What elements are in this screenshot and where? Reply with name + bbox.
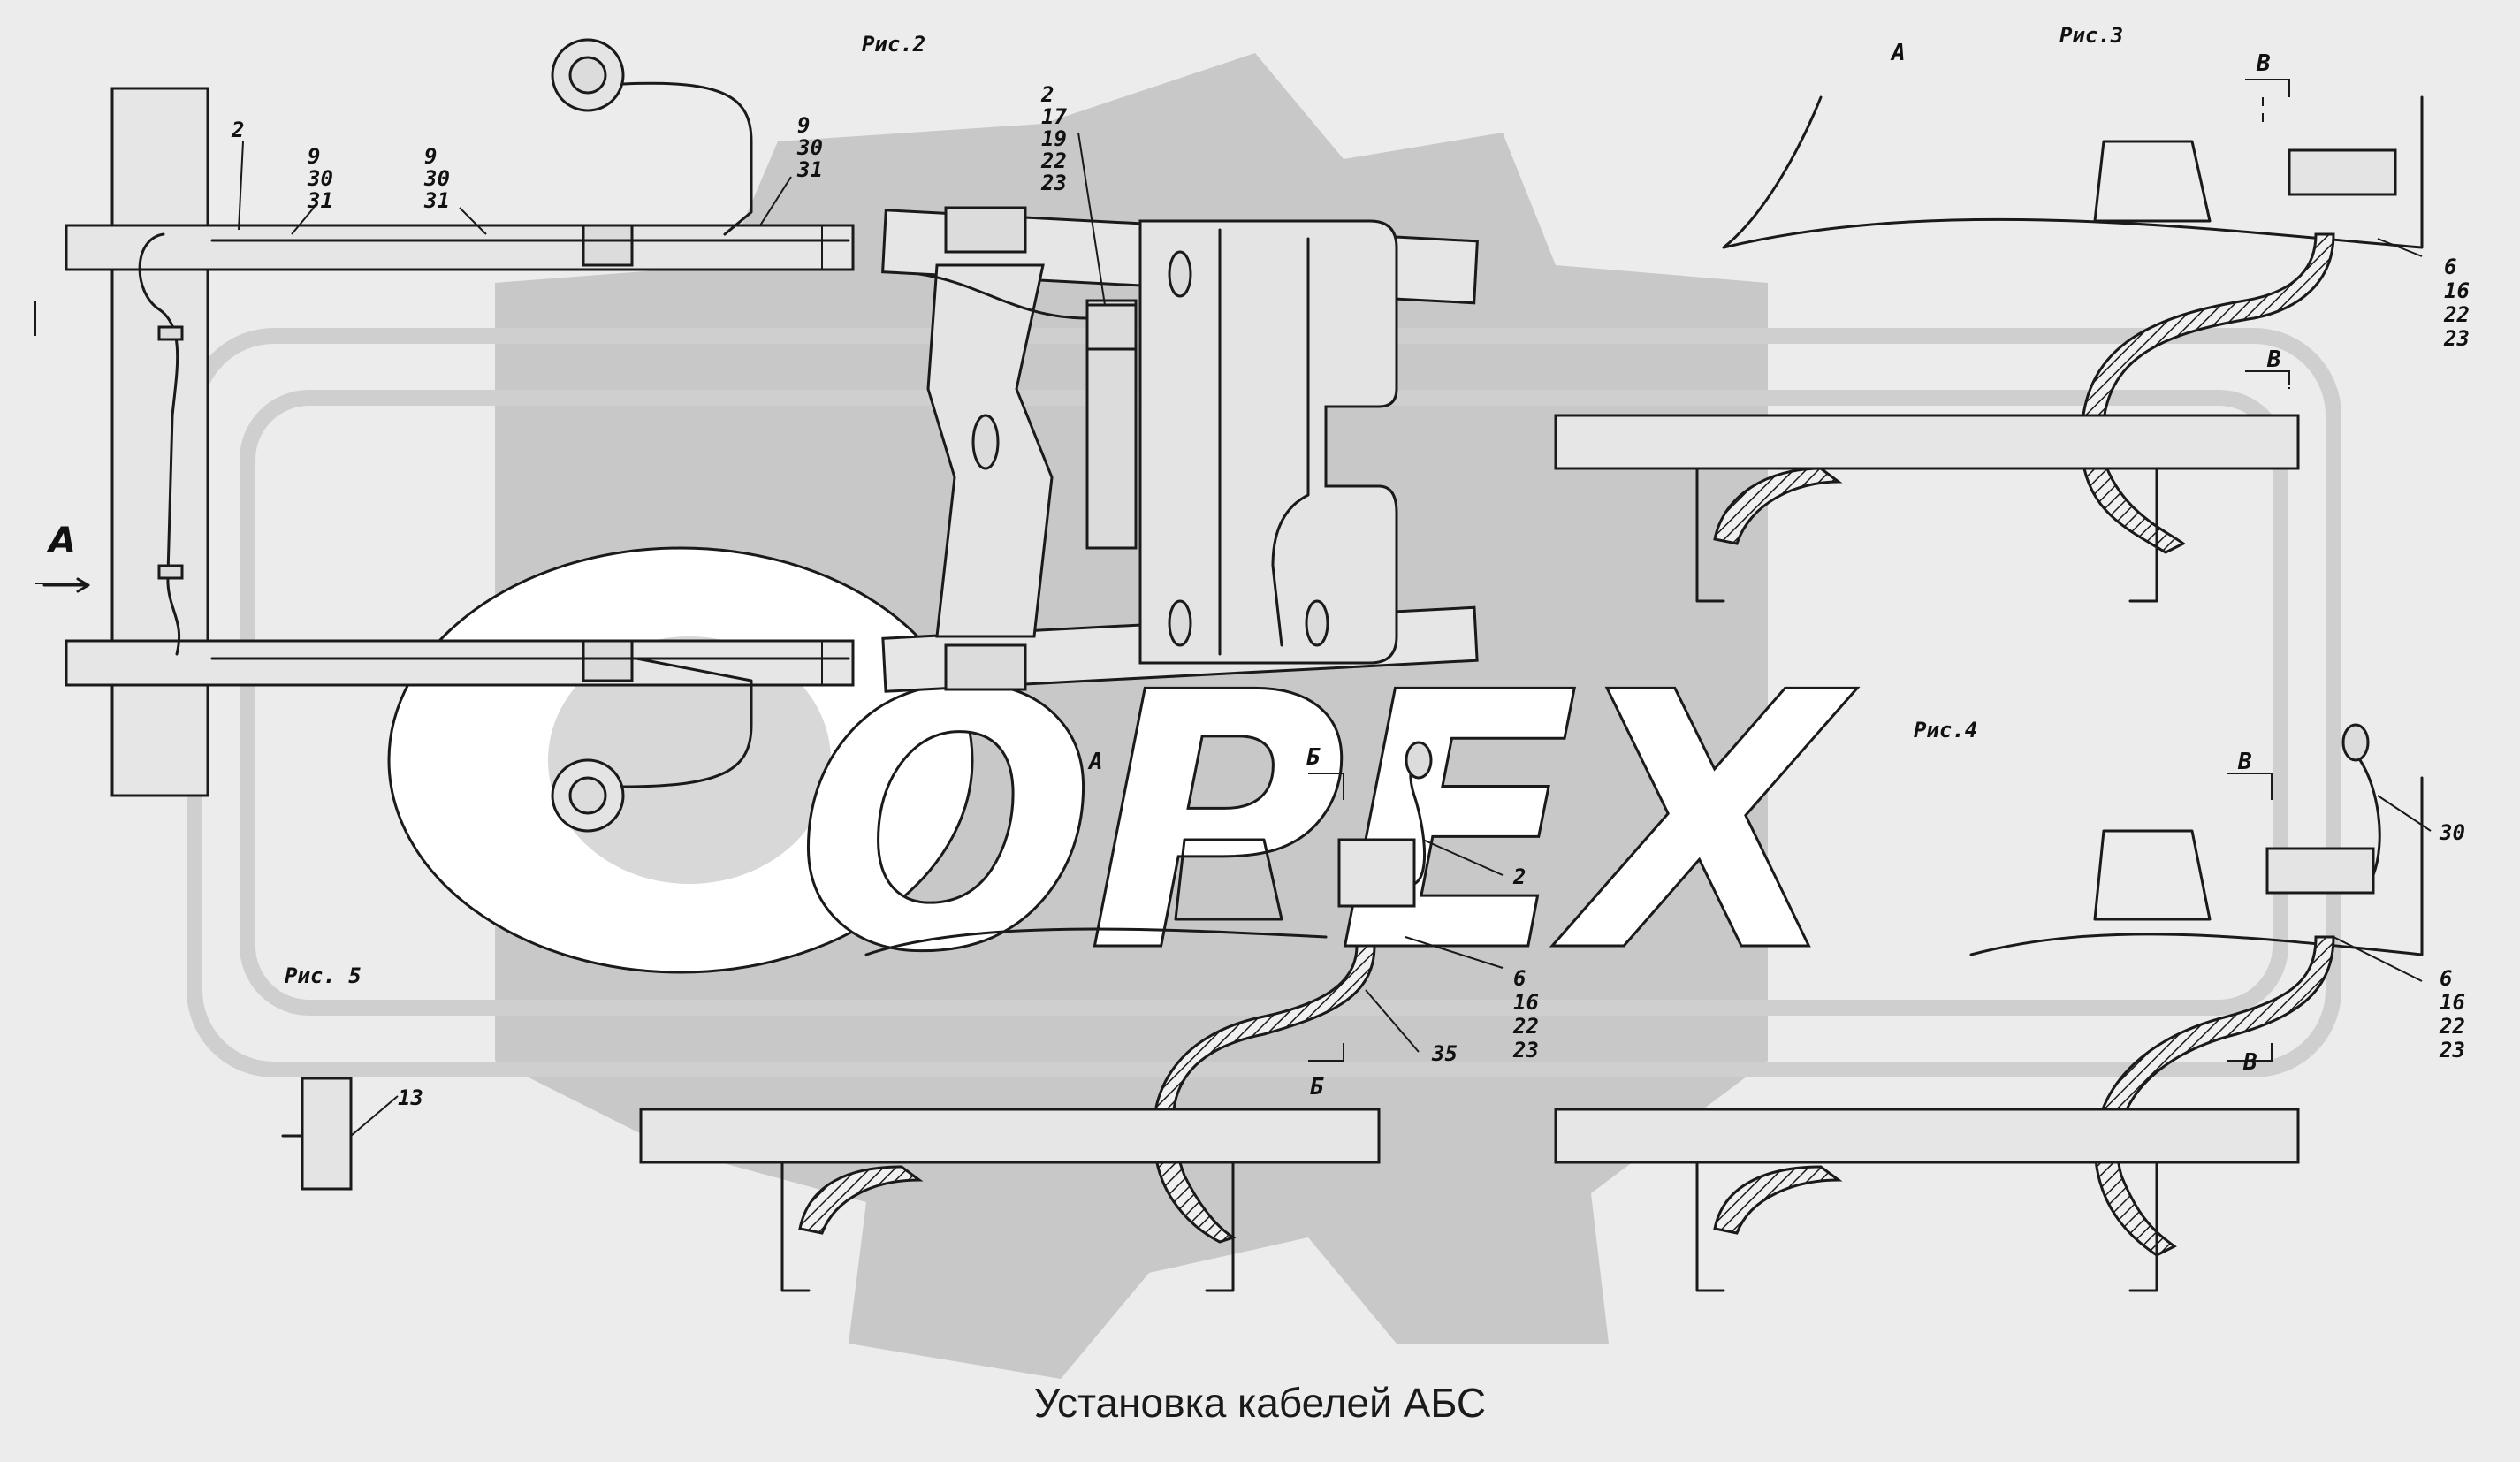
bracket-assembly [881,206,1479,693]
abs-connector [1085,303,1138,351]
mounting-plate [1138,219,1398,665]
callout-number: 22 [1512,1014,1539,1039]
callout-number: 2 [231,118,244,142]
callout-c11: 6 16 22 23 [2439,966,2465,1062]
junction-box-3 [2288,148,2397,196]
callout-c3: 9 30 31 [423,144,450,213]
callout-number: 23 [2443,326,2470,351]
callout-number: 30 [307,166,333,191]
figure-title-4: Рис.4 [1914,718,1977,742]
leader-lines [34,79,2432,1137]
callout-c2: 9 30 31 [307,144,333,213]
diagram-caption: Установка кабелей АБС [1033,1380,1487,1426]
callout-c12: 13 [398,1085,423,1110]
left-rail-bottom [65,639,855,687]
view-label-v-top-4: В [2237,749,2252,775]
sensor-13 [301,1077,353,1191]
junction-box-5 [1337,838,1416,908]
callout-number: 9 [424,144,437,169]
view-arrow-a: A [46,521,76,561]
view-label-b-bottom: Б [1310,1074,1324,1100]
callout-number: 31 [423,188,450,213]
callout-number: 19 [1041,126,1067,151]
callout-number: 9 [308,144,320,169]
junction-box-4 [2265,847,2375,895]
view-arrow-a-line [42,577,90,593]
callout-number: 16 [2440,990,2465,1015]
cross-member [110,87,209,797]
frame-plan-view [65,38,855,833]
figure-title-3: Рис.3 [2059,23,2123,48]
valve-bottom [582,639,634,682]
callout-number: 30 [423,166,450,191]
callout-number: 22 [1040,148,1067,173]
callout-number: 2 [1040,82,1054,107]
valve-top [582,224,634,267]
callout-c10: 30 [2439,820,2465,845]
view-label-b-top: Б [1306,744,1321,771]
figure-title-2: Рис.2 [862,32,925,57]
callout-number: 2 [1512,864,1526,889]
section-view-4 [1554,723,2424,1292]
callout-number: 22 [2439,1014,2465,1039]
callout-c5: 2 17 19 22 23 [1040,82,1067,195]
callout-number: 13 [398,1085,423,1110]
callout-number: 23 [1512,1038,1539,1062]
callout-c4: 9 30 31 [796,113,823,182]
view-label-a-fig2: А [1087,749,1103,775]
callout-number: 30 [2439,820,2465,845]
callout-c9: 35 [1431,1041,1458,1066]
callout-c8: 6 16 22 23 [1512,966,1539,1062]
view-label-v-bottom-3: В [2266,346,2281,373]
callout-number: 31 [307,188,333,213]
callout-c1: 2 [231,118,244,142]
callout-number: 30 [796,135,823,160]
view-label-v-top-3: В [2256,50,2271,77]
left-rail-top [65,224,855,271]
callout-c6: 6 16 22 23 [2443,255,2470,351]
callout-number: 16 [1513,990,1539,1015]
cable-cross [138,232,181,656]
callout-number: 23 [1040,171,1067,195]
callout-number: 35 [1431,1041,1458,1066]
callout-number: 6 [1513,966,1526,991]
callout-number: 16 [2444,278,2470,303]
view-label-a-fig3: А [1890,40,1906,66]
callout-number: 17 [1041,104,1067,129]
figure-title-5: Рис. 5 [285,963,362,988]
callout-c7: 2 [1512,864,1526,889]
callout-number: 22 [2443,302,2470,327]
view-label-v-bottom-4: В [2242,1049,2257,1076]
callout-number: 23 [2439,1038,2465,1062]
callout-number: 6 [2444,255,2456,279]
callout-number: 6 [2440,966,2452,991]
section-view-3 [1554,95,2424,603]
watermark-text: OPEX [796,619,1857,1030]
callout-number: 31 [796,157,823,182]
callout-number: 9 [797,113,810,138]
section-view-5 [281,741,1433,1292]
